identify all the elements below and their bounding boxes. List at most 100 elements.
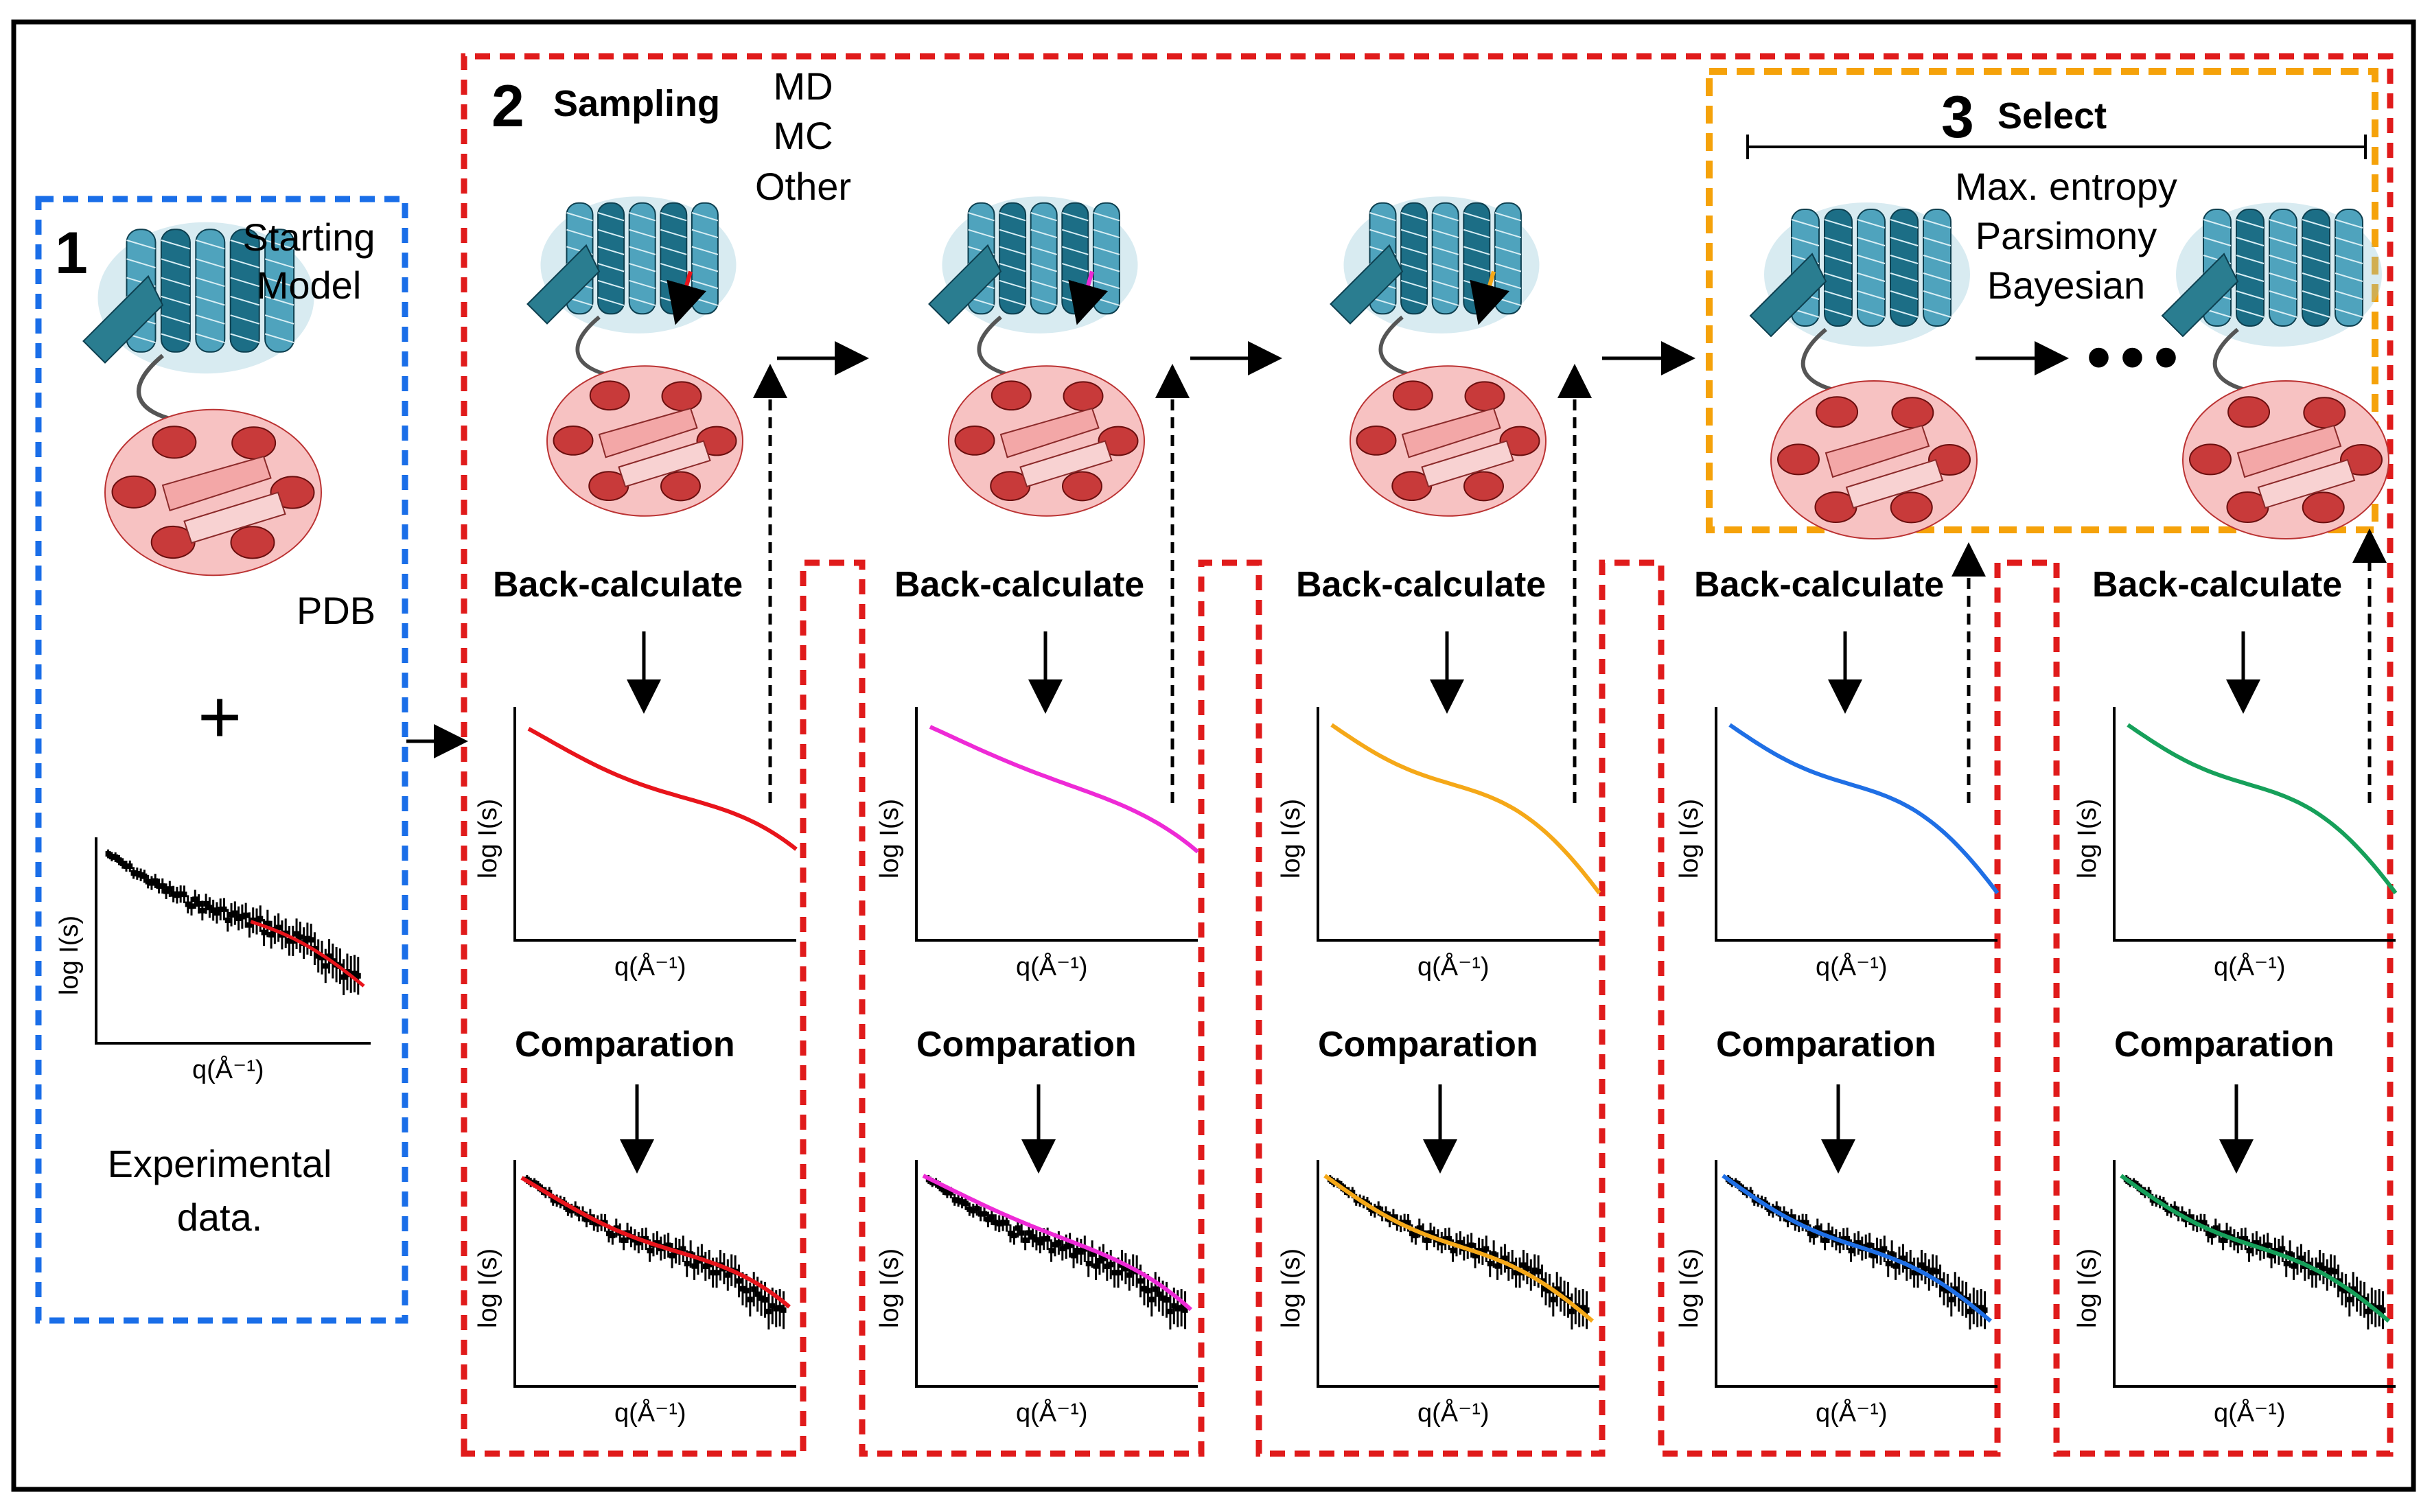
column-4-compare-data-point (1952, 1286, 1958, 1292)
column-2-model-helix-stripe (999, 279, 1026, 290)
column-4-compare-data-point (1800, 1220, 1806, 1226)
column-1-model-sheet-blue (526, 244, 601, 325)
column-3-model-helix-stripe (1369, 212, 1396, 222)
column-1-compare-data-point (636, 1240, 642, 1246)
column-2-model-helix-stripe (999, 229, 1026, 239)
select-method-bayesian: Bayesian (1987, 264, 2146, 307)
column-4-compare-data-point (1922, 1266, 1928, 1272)
experimental-data-point (108, 854, 115, 860)
selected-model-b-sheet-pink (2236, 424, 2342, 478)
column-3-compare-data-point (1479, 1248, 1485, 1255)
experimental-data-point (145, 879, 151, 885)
column-4-compare-data-point (1948, 1296, 1954, 1303)
sampling-method-other: Other (754, 165, 852, 208)
column-5-compare-data-point (2313, 1270, 2319, 1276)
column-3-calc-plot-xlabel: q(Å⁻¹) (1417, 953, 1490, 981)
column-2-compare-data-point (1137, 1278, 1144, 1284)
column-4-compare-data-point (1814, 1225, 1820, 1231)
experimental-data-point (275, 924, 281, 931)
starting-model-helix-stripe (196, 277, 225, 288)
column-3-model-helix-stripe (1400, 229, 1428, 239)
experimental-data-point (163, 888, 170, 894)
column-5-compare-data-point (2320, 1266, 2326, 1272)
column-1-compare-plot-xlabel: q(Å⁻¹) (614, 1399, 686, 1428)
column-1-model-helix-stripe (691, 263, 719, 272)
column-3-compare-data-point (1428, 1230, 1434, 1236)
selected-model-a-helix-red (1890, 491, 1933, 524)
column-5-compare-data-point (2376, 1305, 2383, 1311)
column-1-compare-data-point (751, 1286, 757, 1292)
column-2-model-helix-stripe (1030, 263, 1057, 272)
column-2-compare-data-point (1015, 1225, 1021, 1231)
selected-model-b-helix-stripe (2335, 290, 2363, 300)
column-4-compare-data-point (1807, 1231, 1813, 1237)
sampling-method-md: MD (773, 65, 833, 108)
column-1-calc-plot-ylabel: log I(s) (474, 798, 502, 879)
column-4-compare-data-point (1900, 1255, 1906, 1261)
column-1-compare-data-point (710, 1270, 716, 1276)
column-2-model-helix-stripe (968, 212, 995, 222)
column-1-calc-curve (527, 727, 798, 851)
selected-model-b-helix-stripe (2335, 272, 2363, 282)
column-2-compare-data-point (1179, 1305, 1185, 1311)
column-2-compare-data-point (1163, 1296, 1170, 1303)
column-4-compare-plot-xlabel: q(Å⁻¹) (1816, 1399, 1888, 1428)
column-3-comparation: Comparation (1318, 1025, 1538, 1065)
column-2-calc-plot-ylabel: log I(s) (875, 798, 904, 879)
column-2-compare-data-point (1167, 1308, 1173, 1314)
column-1-compare-data-point (591, 1220, 597, 1226)
selected-model-b-helix-stripe (2302, 272, 2330, 282)
experimental-data-point (235, 916, 242, 922)
column-5-compare-data-point (2272, 1248, 2278, 1254)
selected-model-a-helix-stripe (1890, 272, 1919, 282)
experimental-data-point (221, 906, 227, 912)
experimental-data-point (178, 891, 184, 897)
column-3-model-helix-stripe (1463, 212, 1490, 222)
experimental-data-point (185, 901, 191, 907)
column-2-model-helix-stripe (1062, 229, 1089, 239)
column-2-model-helix-red (954, 425, 995, 456)
sampling-title: Sampling (553, 83, 721, 124)
column-1-compare-data-point (777, 1305, 783, 1311)
column-5-compare-data-point (2220, 1237, 2226, 1244)
column-2-model-helix-stripe (1093, 263, 1120, 272)
selected-model-b-helix-stripe (2302, 255, 2330, 264)
column-3-compare-data-point (1468, 1242, 1474, 1248)
column-4-compare-data-point (1774, 1205, 1780, 1211)
selected-model-a-helix-stripe (1824, 219, 1853, 229)
starting-model-helix-red (230, 526, 275, 559)
column-2-compare-data-point (1093, 1263, 1099, 1269)
experimental-data-point (290, 938, 296, 944)
column-2-model-helix-stripe (999, 296, 1026, 306)
starting-model-helix-stripe (161, 277, 191, 288)
column-4-compare-data-point (1811, 1233, 1817, 1239)
experimental-data-point (319, 955, 325, 961)
experimental-data-point (218, 907, 224, 913)
column-3-model-helix-stripe (1400, 263, 1428, 272)
column-1-compare-data-point (605, 1231, 612, 1237)
experimental-data-point (246, 922, 253, 928)
column-3-back-calculate: Back-calculate (1296, 565, 1547, 605)
selected-model-b-helix-stripe (2269, 290, 2297, 300)
starting-model-linker (137, 353, 178, 423)
outer-frame (11, 19, 2416, 1492)
column-3-model-helix-stripe (1432, 212, 1459, 222)
column-5-compare-data-point (2350, 1286, 2356, 1292)
column-2-model-helix-stripe (1093, 229, 1120, 239)
experimental-data-point (159, 883, 165, 889)
selected-model-b-helix-red (2303, 397, 2346, 429)
column-1-calc-plot-axes (513, 707, 796, 942)
column-2-compare-data-point (1100, 1255, 1107, 1261)
experimental-data-point (253, 918, 259, 924)
step3-box (1706, 68, 2378, 533)
experimental-data-label-line1: Experimental (107, 1142, 332, 1185)
experimental-data-point (326, 953, 332, 959)
selected-model-b-helix-stripe (2269, 237, 2297, 246)
column-3-compare-plot-ylabel: log I(s) (1277, 1248, 1306, 1328)
column-2-compare-data-point (1145, 1288, 1151, 1294)
column-2-calc-plot-axes (915, 707, 1198, 942)
experimental-data-point (297, 934, 303, 940)
experimental-data-point (351, 970, 358, 977)
column-3-compare-data-point (1550, 1296, 1556, 1303)
selected-model-a-helix-red (1777, 443, 1820, 476)
